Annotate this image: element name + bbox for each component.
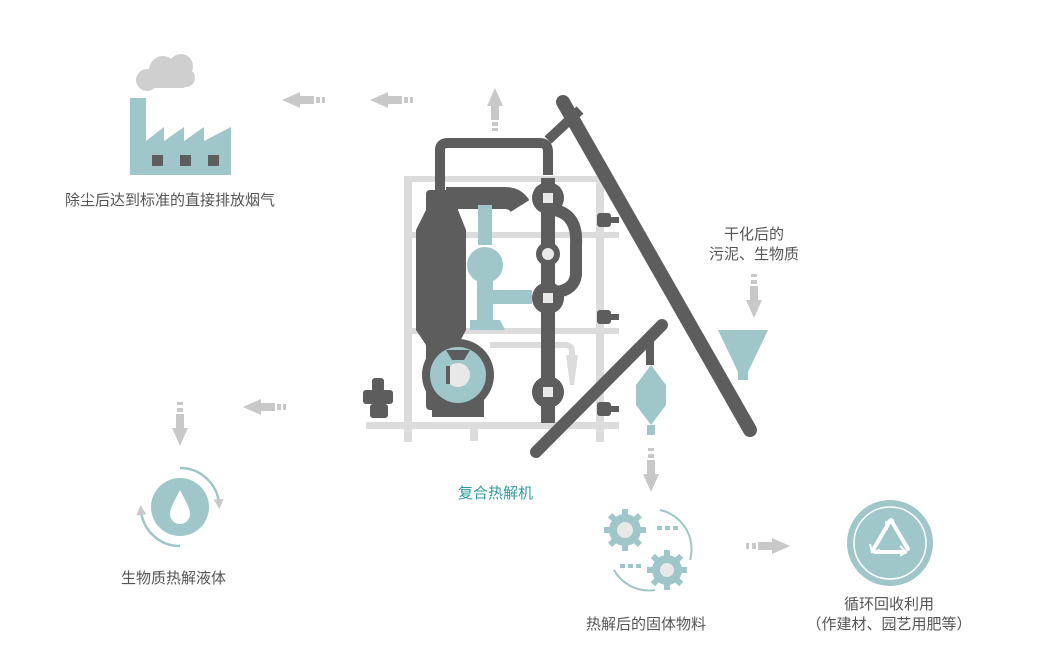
machine-label: 复合热解机	[458, 484, 534, 502]
sludge-label: 干化后的 污泥、生物质	[706, 224, 802, 264]
recycle-icon	[847, 500, 933, 586]
recycle-label: 循环回收利用 （作建材、园艺用肥等）	[800, 594, 978, 634]
sludge-label-line2: 污泥、生物质	[708, 245, 799, 263]
flow-arrow-to-liquid-left	[243, 399, 286, 415]
flow-arrow-feed-down	[746, 274, 762, 318]
droplet-cycle-icon	[136, 466, 224, 548]
exhaust-label: 除尘后达到标准的直接排放烟气	[65, 191, 276, 209]
recycle-label-line2: （作建材、园艺用肥等）	[806, 615, 972, 633]
gears-icon	[604, 509, 693, 592]
flow-arrow-machine-to-exhaust	[370, 92, 413, 108]
recycle-label-line1: 循环回收利用	[843, 595, 934, 613]
liquid-label: 生物质热解液体	[121, 569, 227, 587]
flow-arrow-solid-to-recycle	[746, 538, 790, 554]
pyrolysis-machine-illustration	[363, 95, 768, 458]
machine-frame	[366, 176, 619, 442]
factory-icon	[130, 98, 231, 175]
flow-arrow-up-exhaust	[487, 88, 503, 131]
solid-label: 热解后的固体物料	[586, 615, 707, 633]
flow-arrow-to-solid-down	[643, 448, 659, 492]
flow-arrow-exhaust-to-factory	[282, 92, 325, 108]
sludge-label-line1: 干化后的	[723, 225, 784, 243]
flow-arrow-to-liquid-down	[172, 402, 188, 446]
smoke-cloud-icon	[136, 54, 195, 91]
